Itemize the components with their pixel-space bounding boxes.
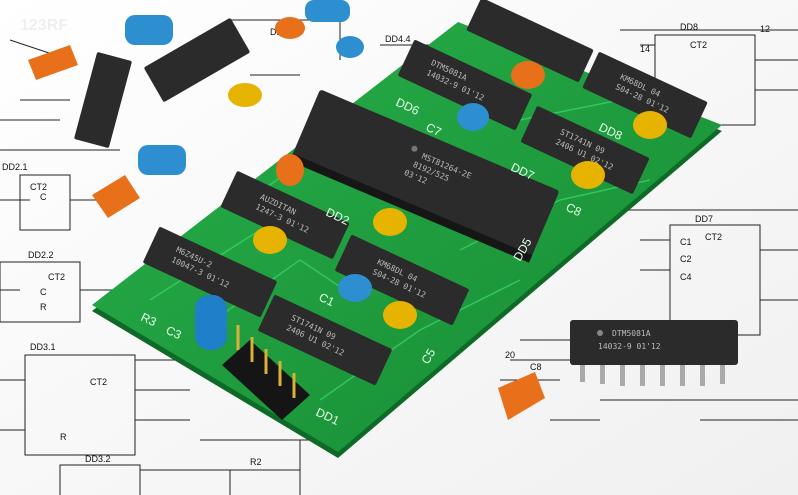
capacitor xyxy=(276,154,304,186)
capacitor xyxy=(275,17,305,39)
loose-chip-dtm5081a: DTM5081A 14032-9 01'12 xyxy=(570,320,738,386)
chip-top xyxy=(466,0,594,82)
schematic-label: CT2 xyxy=(30,182,47,192)
capacitor xyxy=(511,61,545,89)
capacitors xyxy=(28,0,667,420)
schematic-label: C4 xyxy=(680,272,692,282)
chip-main: MST81264-2E 8192/525 03'12 xyxy=(289,90,559,263)
silk-label: C5 xyxy=(418,346,438,367)
schematic-label: R xyxy=(60,432,67,442)
schematic-label: C1 xyxy=(680,237,692,247)
capacitor xyxy=(253,226,287,254)
transistor xyxy=(28,45,78,80)
silk-label: C1 xyxy=(317,290,337,309)
schematic-label: DD2.1 xyxy=(2,162,28,172)
electrolytic-capacitor xyxy=(125,15,173,45)
schematic-label: DD4.4 xyxy=(385,34,411,44)
schematic-label: 20 xyxy=(505,350,515,360)
schematic-label: C xyxy=(40,287,47,297)
silk-label: R3 xyxy=(139,310,159,329)
schematic-label: CT2 xyxy=(48,272,65,282)
schematic-label: DD7 xyxy=(695,214,713,224)
schematic-label: DD2.2 xyxy=(28,250,54,260)
loose-chip-1 xyxy=(74,52,132,148)
chip-dd1: ST1741N 09 2406 U1 02'12 xyxy=(258,295,392,385)
electrolytic-capacitor xyxy=(305,0,350,22)
schematic-label: R xyxy=(40,302,47,312)
schematic-label: 12 xyxy=(760,24,770,34)
capacitor xyxy=(571,161,605,189)
capacitor xyxy=(457,103,489,131)
schematic-label: DD3.2 xyxy=(85,454,111,464)
chip-dd6: DTM5081A 14032-9 01'12 xyxy=(398,40,532,130)
schematic-label: C2 xyxy=(680,254,692,264)
transistor xyxy=(498,372,545,420)
chip-dd2: AUZDITAN 1247-3 01'12 xyxy=(221,171,349,259)
schematic-label: C8 xyxy=(530,362,542,372)
capacitor xyxy=(383,301,417,329)
schematic-label: 14 xyxy=(640,44,650,54)
capacitor xyxy=(336,36,364,58)
capacitor xyxy=(338,274,372,302)
schematic-label: DD8 xyxy=(680,22,698,32)
electrolytic-capacitor xyxy=(138,145,186,175)
pin-header xyxy=(222,325,310,420)
chip-label: 14032-9 01'12 xyxy=(598,342,661,351)
silk-label: C8 xyxy=(564,200,584,219)
capacitor xyxy=(373,208,407,236)
capacitor xyxy=(228,83,262,107)
silk-label: C3 xyxy=(164,323,184,342)
loose-chip-2 xyxy=(144,18,250,102)
transistor xyxy=(92,175,140,218)
watermark: 123RF xyxy=(20,17,68,34)
electrolytic-capacitor xyxy=(195,295,227,350)
schematic-labels: DD2.1 CT2 DD2.2 CT2 DD3.1 CT2 DD3.2 R2 D… xyxy=(2,22,770,467)
schematic-label: CT2 xyxy=(90,377,107,387)
schematic-label: C xyxy=(40,192,47,202)
schematic-label: CT2 xyxy=(690,40,707,50)
schematic-label: R2 xyxy=(250,457,262,467)
silk-label: C7 xyxy=(424,120,444,139)
chip-label: DTM5081A xyxy=(612,329,651,338)
schematic-label: DD3.1 xyxy=(30,342,56,352)
schematic-label: CT2 xyxy=(705,232,722,242)
capacitor xyxy=(633,111,667,139)
